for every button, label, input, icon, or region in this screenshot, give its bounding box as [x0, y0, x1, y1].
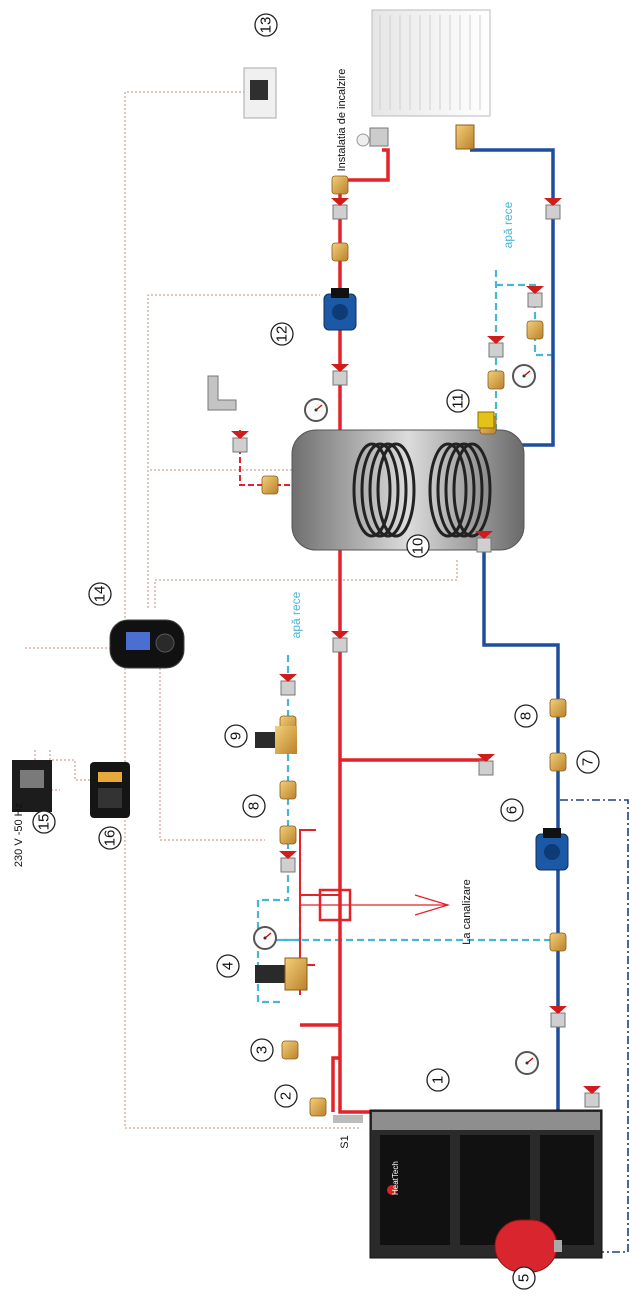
heat-exchanger-box — [318, 888, 352, 922]
callout-2: 2 — [274, 1084, 298, 1108]
fitting-icon — [279, 780, 297, 800]
valve-icon — [330, 363, 350, 386]
valve-icon — [330, 630, 350, 653]
callout-6: 6 — [500, 798, 524, 822]
boiler-brand: HeatTech — [391, 1161, 400, 1195]
sensor-label: S1 — [339, 1135, 351, 1148]
manometer-icon — [512, 364, 536, 388]
fitting-icon — [487, 370, 505, 390]
heating-installation-label: Instalatia de incalzire — [336, 69, 348, 172]
callout-16: 16 — [98, 826, 122, 850]
callout-7: 7 — [576, 750, 600, 774]
svg-text:13: 13 — [258, 17, 275, 34]
valve-icon — [330, 197, 350, 220]
valve-icon — [278, 850, 298, 873]
room-thermostat-icon — [243, 67, 277, 119]
ups-icon — [90, 762, 130, 818]
fitting-icon — [279, 825, 297, 845]
valve-icon — [486, 335, 506, 358]
svg-text:3: 3 — [254, 1046, 271, 1054]
manometer-icon — [253, 926, 277, 950]
valve-icon — [476, 753, 496, 776]
fitting-icon — [526, 320, 544, 340]
fitting-icon — [261, 475, 279, 495]
manometer-icon — [515, 1051, 539, 1075]
fitting-icon — [549, 752, 567, 772]
svg-text:15: 15 — [36, 814, 53, 831]
drain-label: La canalizare — [461, 879, 473, 944]
valve-icon — [548, 1005, 568, 1028]
callout-12: 12 — [270, 322, 294, 346]
expansion-line — [560, 799, 629, 1253]
manometer-icon — [304, 398, 328, 422]
pump-icon — [535, 827, 569, 871]
callout-13: 13 — [254, 13, 278, 37]
callout-14: 14 — [88, 582, 112, 606]
sensor-icon — [333, 1115, 363, 1123]
signal-lines — [25, 91, 458, 1129]
drain-arrow — [300, 894, 451, 916]
valve-icon — [525, 285, 545, 308]
radiator-icon — [356, 9, 491, 150]
callout-15: 15 — [32, 810, 56, 834]
controller-icon — [109, 619, 185, 669]
callout-9: 9 — [224, 724, 248, 748]
boiler-icon — [369, 1109, 603, 1259]
svg-text:10: 10 — [410, 538, 427, 555]
callout-4: 4 — [216, 954, 240, 978]
fitting-icon — [549, 698, 567, 718]
svg-text:9: 9 — [228, 732, 245, 740]
fitting-icon — [331, 242, 349, 262]
callout-5: 5 — [512, 1266, 536, 1290]
svg-text:8: 8 — [518, 712, 535, 720]
controller-unit-icon — [12, 760, 52, 812]
svg-text:12: 12 — [274, 326, 291, 343]
svg-text:4: 4 — [220, 962, 237, 970]
safety-valve-icon — [477, 411, 495, 429]
fitting-icon — [331, 175, 349, 195]
pump-icon — [323, 287, 357, 331]
callout-8-top: 8 — [242, 794, 266, 818]
callout-1: 1 — [426, 1068, 450, 1092]
svg-text:16: 16 — [102, 830, 119, 847]
callout-10: 10 — [406, 534, 430, 558]
air-vent-icon — [207, 375, 237, 411]
svg-text:2: 2 — [278, 1092, 295, 1100]
callout-8-bottom: 8 — [514, 704, 538, 728]
pressure-reducer-icon — [255, 726, 297, 754]
cold-water-label-mid: apă rece — [289, 591, 303, 638]
svg-text:11: 11 — [450, 393, 467, 409]
svg-text:8: 8 — [246, 802, 263, 810]
valve-icon — [543, 197, 563, 220]
cold-water-label-top: apă rece — [501, 201, 515, 248]
valve-icon — [582, 1085, 602, 1108]
svg-text:6: 6 — [504, 806, 521, 814]
fitting-icon — [549, 932, 567, 952]
svg-text:1: 1 — [430, 1076, 447, 1084]
svg-text:7: 7 — [580, 758, 597, 766]
storage-tank-icon — [291, 429, 525, 551]
callout-11: 11 — [446, 389, 470, 413]
fitting-icon — [281, 1040, 299, 1060]
expansion-vessel-icon — [494, 1219, 562, 1273]
power-label: 230 V -50 Hz — [13, 803, 25, 867]
fitting-icon — [309, 1097, 327, 1117]
valve-icon — [230, 430, 250, 453]
callout-3: 3 — [250, 1038, 274, 1062]
svg-text:5: 5 — [516, 1274, 533, 1282]
valve-icon — [278, 673, 298, 696]
mixing-valve-icon — [255, 957, 308, 991]
svg-text:14: 14 — [92, 586, 109, 603]
